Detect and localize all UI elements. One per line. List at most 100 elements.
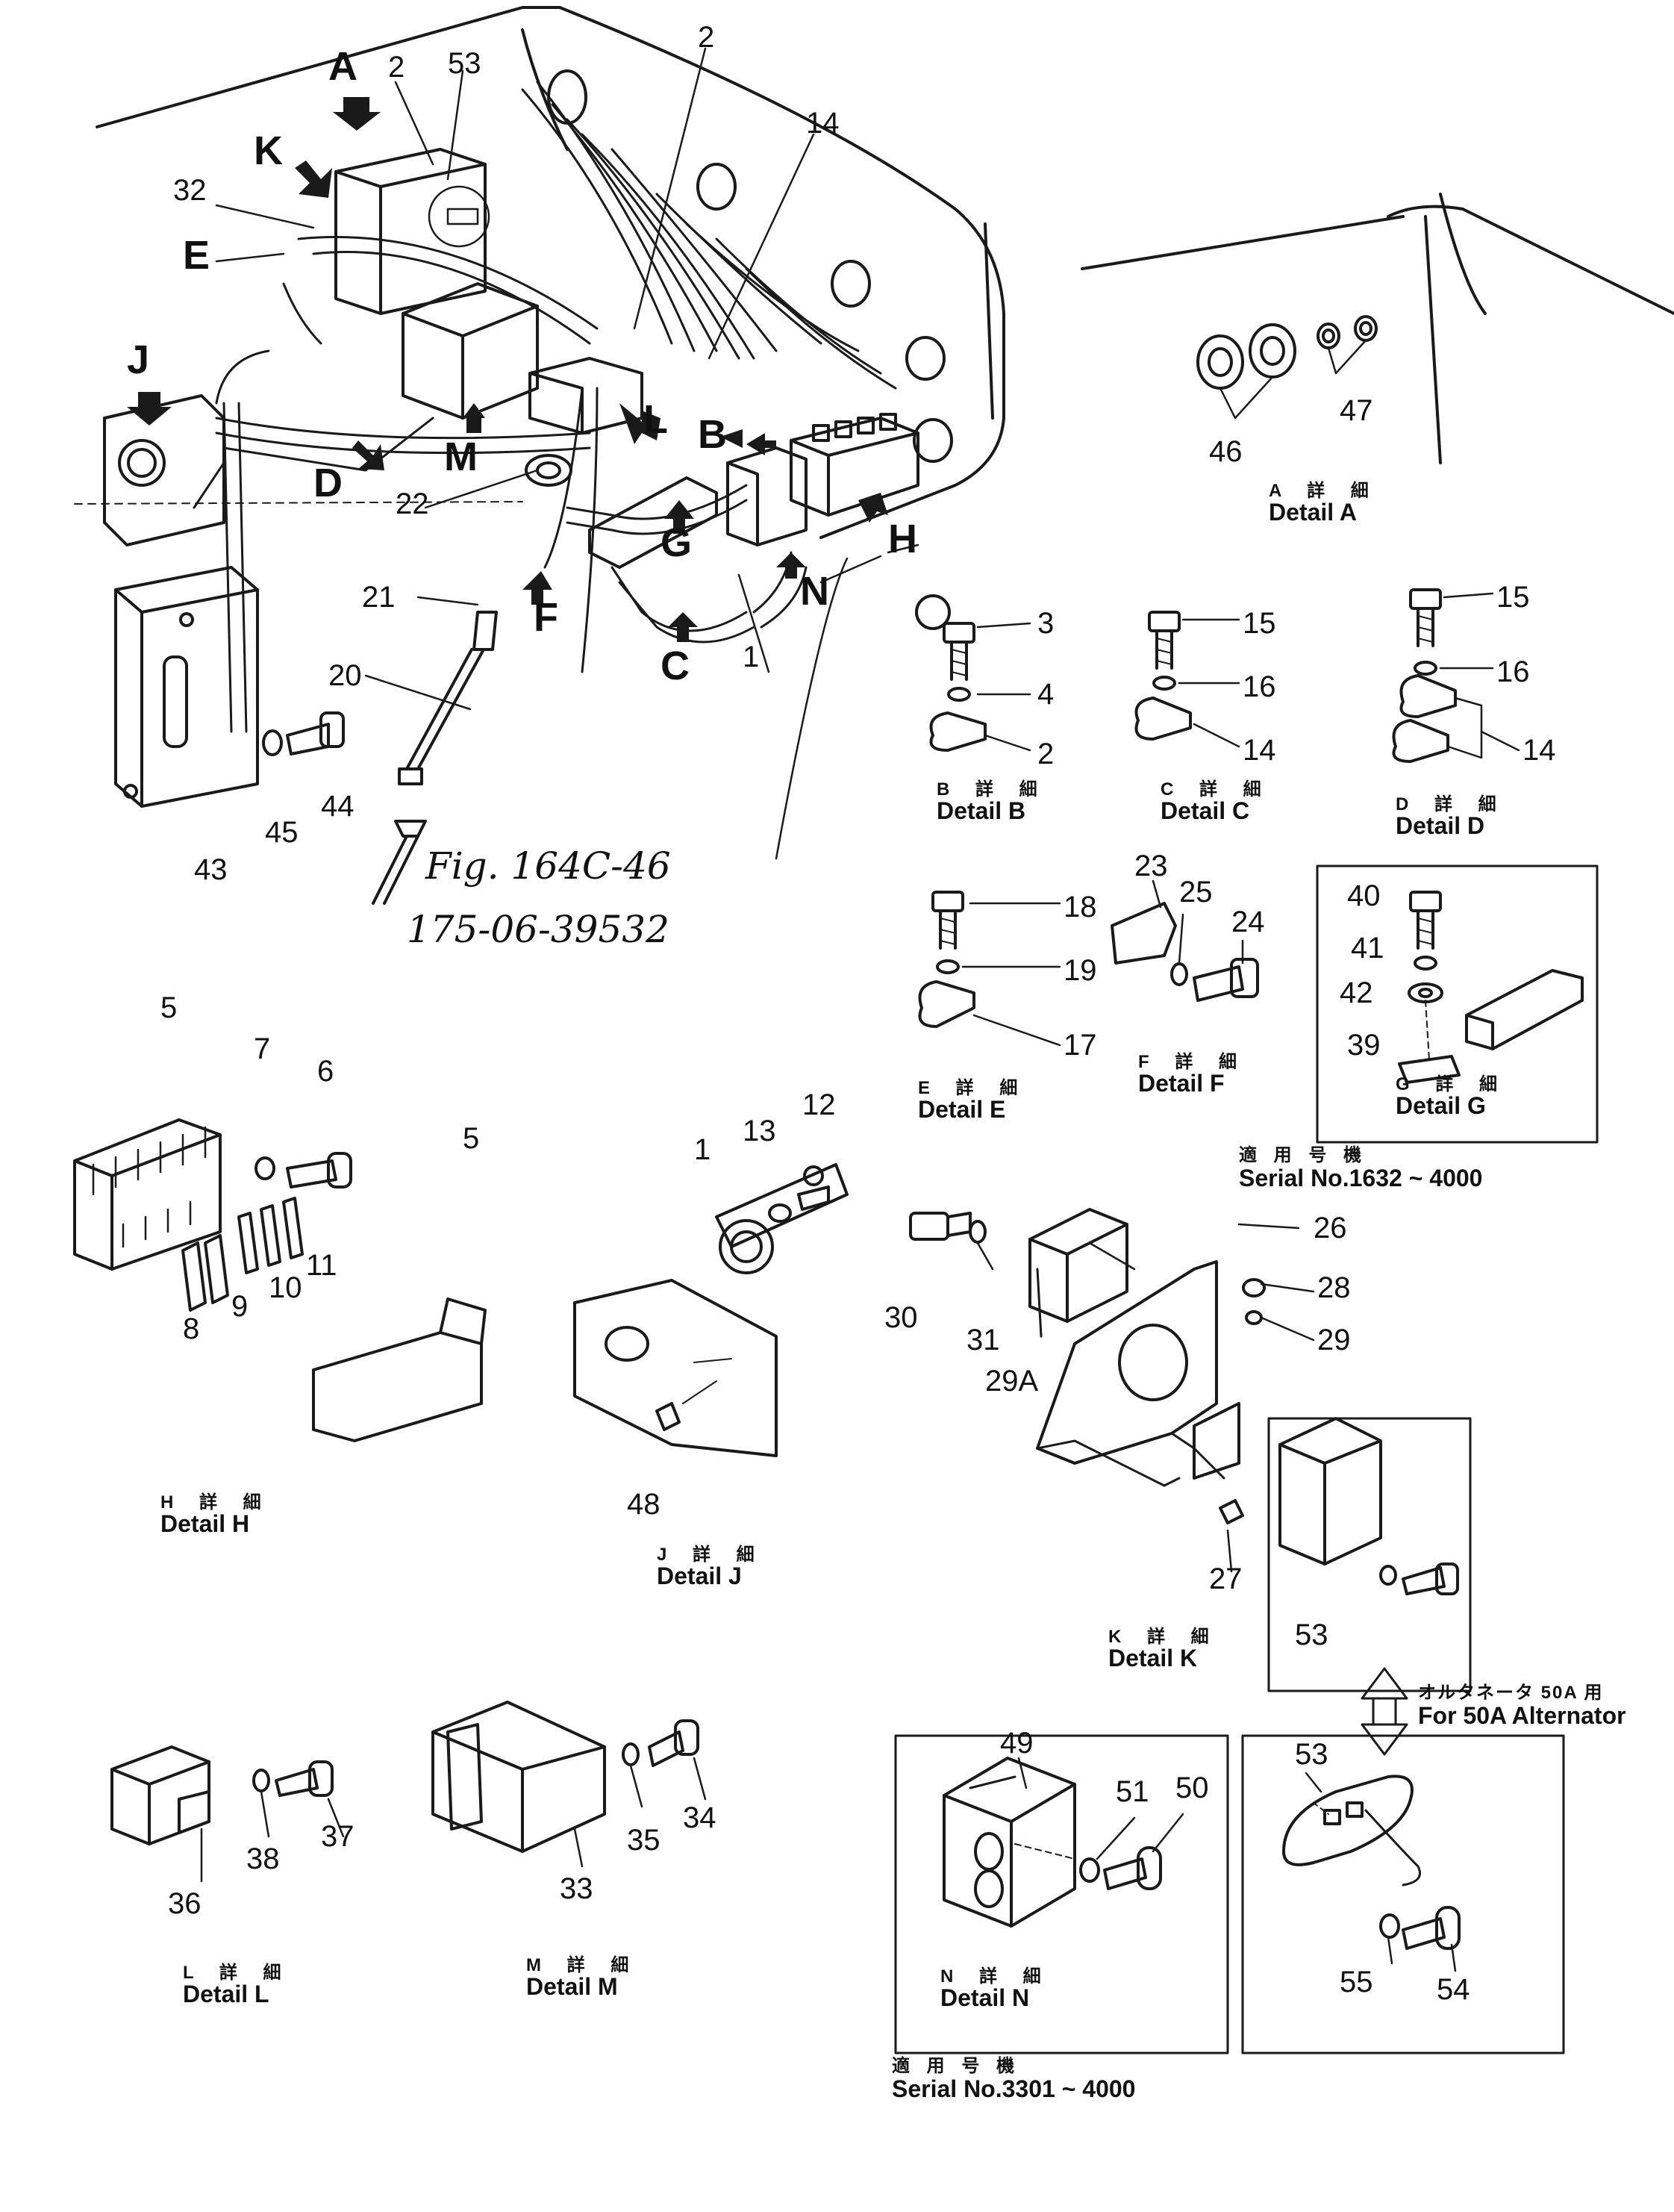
detail-j-caption-en: Detail J	[657, 1563, 742, 1590]
detail-d-drawing	[1392, 588, 1520, 763]
part-number: 25	[1179, 876, 1213, 909]
part-number: 2	[1037, 738, 1055, 770]
hardware-44-45	[262, 711, 345, 756]
callout-letter-n: N	[800, 569, 829, 614]
box-l	[528, 357, 643, 434]
detail-f-drawing	[1111, 879, 1259, 1002]
detail-e-caption-en: Detail E	[918, 1096, 1006, 1124]
detail-j-caption: J 詳 細 Detail J	[657, 1545, 765, 1589]
part-number: 9	[231, 1290, 249, 1323]
detail-c-caption: C 詳 細 Detail C	[1161, 780, 1272, 824]
detail-k-caption-jp: K 詳 細	[1108, 1627, 1219, 1647]
part-number: 21	[362, 581, 396, 614]
part-number: 50	[1175, 1772, 1209, 1804]
box-m	[402, 282, 539, 420]
serial-range-n-jp: 適 用 号 機	[892, 2056, 1021, 2076]
part-number: 26	[1314, 1212, 1347, 1244]
part-number: 19	[1064, 954, 1097, 987]
callout-letter-c: C	[660, 644, 690, 688]
detail-n-caption-en: Detail N	[940, 1984, 1030, 2012]
part-number: 10	[269, 1271, 302, 1304]
part-number: 15	[1496, 581, 1530, 614]
part-number: 14	[1243, 734, 1276, 767]
part-number: 22	[396, 487, 429, 520]
part-number: 5	[463, 1122, 480, 1155]
part-number: 44	[321, 790, 355, 823]
box-n	[726, 446, 808, 546]
part-number: 47	[1340, 394, 1373, 427]
detail-k-caption-en: Detail K	[1108, 1645, 1198, 1672]
part-number: 23	[1134, 850, 1168, 882]
detail-n-caption-jp: N 詳 細	[940, 1966, 1052, 1987]
fuse-box-h	[790, 413, 919, 517]
main-view-circle-53	[428, 185, 490, 248]
detail-h-caption-jp: H 詳 細	[160, 1492, 272, 1512]
cable-20	[372, 611, 498, 905]
part-number: 32	[173, 174, 207, 207]
detail-k-drawing	[909, 1208, 1472, 1692]
part-number: 1	[743, 641, 760, 673]
detail-m-caption: M 詳 細 Detail M	[526, 1956, 639, 2000]
alternator-note-jp: オルタネータ 50A 用	[1418, 1683, 1604, 1703]
part-number: 49	[1000, 1727, 1034, 1760]
part-number: 37	[321, 1820, 355, 1853]
part-number: 30	[884, 1301, 918, 1334]
serial-range-g-en: Serial No.1632 ~ 4000	[1239, 1165, 1483, 1192]
part-number: 29	[1317, 1324, 1351, 1356]
part-number: 45	[265, 816, 299, 849]
serial-range-n-en: Serial No.3301 ~ 4000	[892, 2075, 1136, 2103]
detail-e-caption-jp: E 詳 細	[918, 1078, 1028, 1098]
part-number: 20	[328, 659, 362, 692]
part-number: 40	[1347, 879, 1381, 912]
detail-l-caption-en: Detail L	[183, 1981, 269, 2008]
detail-n-drawing	[894, 1734, 1229, 2054]
part-number: 18	[1064, 891, 1097, 923]
detail-l-caption: L 詳 細 Detail L	[183, 1963, 292, 2007]
part-number: 14	[806, 107, 840, 140]
leader-lines	[215, 47, 919, 860]
part-number: 31	[966, 1324, 1000, 1356]
part-number: 2	[698, 21, 715, 54]
detail-d-caption-en: Detail D	[1396, 812, 1485, 840]
callout-letter-g: G	[660, 520, 693, 565]
swap-double-arrow	[1361, 1667, 1408, 1756]
detail-g-caption: G 詳 細 Detail G	[1396, 1075, 1508, 1119]
detail-h-drawing	[73, 1118, 487, 1442]
part-number: 16	[1243, 670, 1276, 703]
detail-c-caption-en: Detail C	[1161, 797, 1250, 825]
detail-b-caption-en: Detail B	[937, 797, 1026, 825]
detail-b-caption-jp: B 詳 細	[937, 779, 1048, 800]
detail-a-drawing	[1196, 315, 1378, 420]
detail-f-caption-jp: F 詳 細	[1138, 1052, 1247, 1072]
handwritten-figure-note: Fig. 164C-46	[425, 844, 671, 888]
detail-c-caption-jp: C 詳 細	[1161, 779, 1272, 800]
handwritten-part-number: 175-06-39532	[407, 908, 669, 951]
part-number: 27	[1209, 1563, 1243, 1595]
detail-l-drawing	[110, 1745, 345, 1883]
detail-e-caption: E 詳 細 Detail E	[918, 1079, 1028, 1123]
part-number: 2	[388, 51, 405, 84]
part-number: 12	[802, 1088, 836, 1121]
relay-box-k	[334, 148, 487, 315]
detail-e-drawing	[918, 891, 1061, 1047]
detail-b-caption: B 詳 細 Detail B	[937, 780, 1048, 824]
callout-letter-k: K	[254, 128, 283, 173]
detail-m-caption-jp: M 詳 細	[526, 1955, 640, 1975]
part-number: 53	[448, 47, 481, 80]
alternator-note: オルタネータ 50A 用 For 50A Alternator	[1418, 1683, 1626, 1730]
callout-letter-l: L	[643, 397, 668, 442]
part-number: 51	[1116, 1775, 1149, 1808]
part-number: 34	[683, 1801, 716, 1834]
callout-letter-a: A	[328, 44, 357, 89]
part-number: 13	[743, 1115, 776, 1147]
bracket-g	[588, 476, 718, 569]
part-number: 36	[168, 1887, 202, 1920]
part-number: 17	[1064, 1029, 1097, 1062]
detail-m-drawing	[431, 1701, 707, 1868]
part-number: 16	[1496, 655, 1530, 688]
part-number: 7	[254, 1032, 271, 1065]
callout-letter-e: E	[183, 233, 210, 278]
part-number: 14	[1522, 734, 1556, 767]
